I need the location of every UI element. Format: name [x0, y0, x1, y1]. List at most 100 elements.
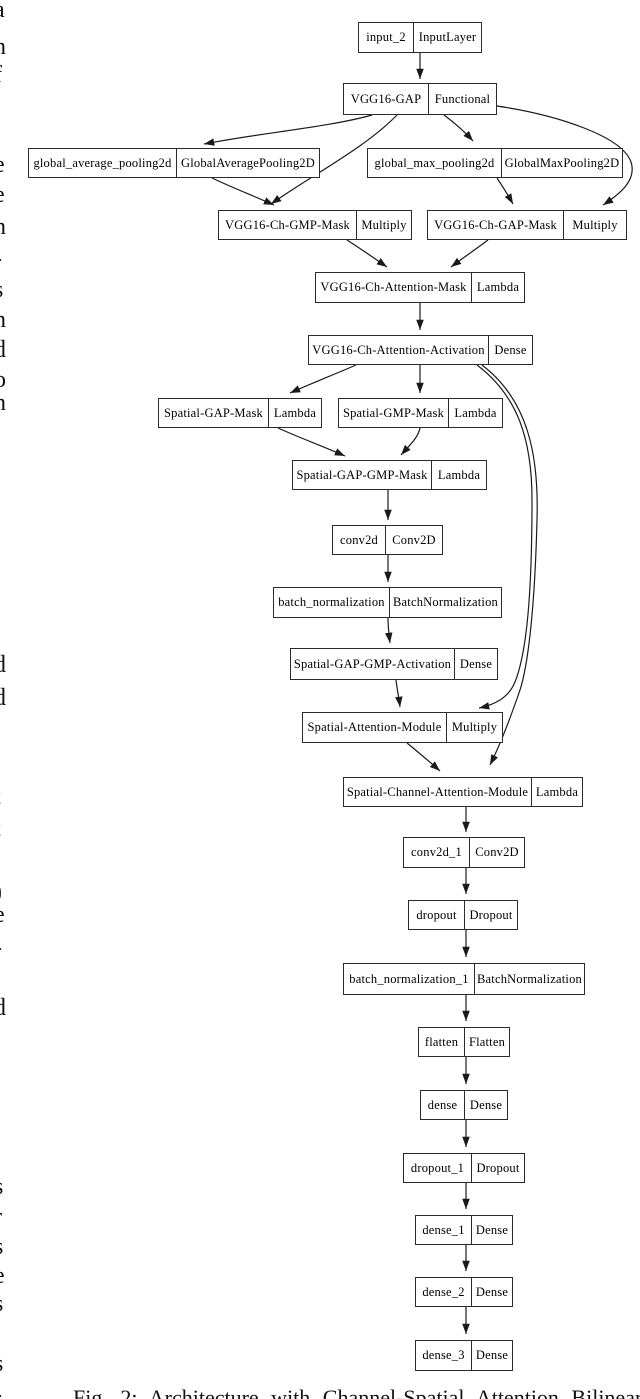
node-name-label: global_average_pooling2d [33, 155, 172, 170]
side-column-text-fragment: d [0, 337, 6, 363]
side-column-text-fragment: t [0, 785, 1, 809]
side-column-text-fragment: - [0, 1383, 2, 1399]
node-type-label: Multiply [356, 211, 411, 239]
edge-global_average_pooling2d-to-vgg16_ch_gmp_mask [211, 177, 275, 206]
node-name-label: VGG16-GAP [350, 91, 422, 106]
side-column-text-fragment: a [0, 0, 5, 22]
edge-vgg16_gap-to-global_max_pooling2d [443, 114, 474, 142]
side-column-text-fragment: e [0, 903, 5, 927]
node-type-label: Lambda [531, 778, 582, 806]
side-column-text-fragment: f [0, 63, 2, 87]
side-column-text-fragment: e [0, 183, 5, 207]
edge-vgg16_ch_gmp_mask-to-vgg16_ch_attention_mask [346, 239, 388, 268]
node-name-label: batch_normalization_1 [349, 971, 469, 986]
node-name-label: dense_3 [422, 1348, 465, 1362]
side-column-text-fragment: ) [0, 880, 2, 904]
node-name-label: global_max_pooling2d [374, 155, 495, 170]
diagram-node-global_max_pooling2d: global_max_pooling2d GlobalMaxPooling2D [367, 148, 623, 178]
node-type-label: Lambda [431, 461, 486, 489]
node-name-label: conv2d [340, 532, 378, 547]
node-type-label: BatchNormalization [389, 588, 501, 617]
node-name-label: Spatial-GAP-GMP-Activation [293, 656, 452, 671]
side-column-text-fragment: d [0, 685, 6, 711]
side-column-text-fragment: n [0, 307, 6, 333]
diagram-node-dense_1: dense_1 Dense [415, 1215, 513, 1245]
side-column-text-fragment: s [0, 1175, 3, 1199]
node-name-label: dense_1 [422, 1222, 465, 1237]
side-column-text-fragment: r [0, 1205, 2, 1229]
side-column-text-fragment: d [0, 995, 6, 1021]
figure-caption: Fig. 2: Architecture with Channel-Spatia… [73, 1385, 640, 1399]
edge-global_max_pooling2d-to-vgg16_ch_gap_mask [496, 177, 514, 205]
diagram-node-vgg16_ch_attention_mask: VGG16-Ch-Attention-Mask Lambda [315, 272, 525, 303]
node-name-label: batch_normalization [278, 595, 385, 609]
node-name-label: dense_2 [422, 1284, 465, 1299]
diagram-node-spatial_attention_module: Spatial-Attention-Module Multiply [302, 712, 503, 743]
side-column-text-fragment: n [0, 390, 6, 416]
node-type-label: Multiply [446, 713, 502, 742]
side-column-text-fragment: d [0, 652, 6, 678]
node-type-label: Lambda [448, 399, 502, 427]
node-name-label: flatten [424, 1034, 459, 1049]
side-column-text-fragment: t [0, 817, 1, 841]
node-type-label: Dropout [464, 901, 517, 929]
side-column-text-fragment: - [0, 936, 2, 960]
side-column-text-fragment: : [0, 620, 1, 644]
side-column-text-fragment: s [0, 278, 3, 302]
edge-vgg16_ch_attention_activation-to-spatial_channel_attention_module [481, 364, 538, 766]
diagram-node-spatial_gap_mask: Spatial-GAP-Mask Lambda [158, 398, 322, 428]
side-column-text-fragment: n [0, 214, 6, 240]
node-type-label: Dense [471, 1216, 512, 1244]
diagram-node-batch_normalization_1: batch_normalization_1 BatchNormalization [343, 963, 585, 995]
edge-vgg16_ch_attention_activation-to-spatial_attention_module [476, 364, 533, 710]
edge-spatial_gap_gmp_activation-to-spatial_attention_module [395, 679, 403, 708]
side-column-text-fragment: s [0, 1235, 3, 1259]
edge-spatial_gap_mask-to-spatial_gap_gmp_mask [277, 427, 346, 457]
node-type-label: Dense [471, 1278, 512, 1306]
node-type-label: BatchNormalization [474, 964, 584, 994]
side-column-text-fragment: - [0, 247, 2, 271]
edge-vgg16_ch_gap_mask-to-vgg16_ch_attention_mask [450, 239, 489, 268]
edge-vgg16_gap-to-vgg16_ch_gmp_mask [270, 114, 398, 205]
node-type-label: Dense [488, 336, 532, 364]
node-type-label: InputLayer [413, 23, 481, 52]
diagram-node-dense_2: dense_2 Dense [415, 1277, 513, 1307]
node-type-label: GlobalMaxPooling2D [501, 149, 622, 177]
node-name-label: conv2d_1 [411, 845, 462, 859]
node-type-label: Dense [464, 1091, 507, 1119]
node-type-label: Lambda [268, 399, 321, 427]
edge-vgg16_ch_attention_activation-to-spatial_gap_mask [289, 364, 357, 394]
node-name-label: dropout_1 [410, 1160, 465, 1175]
diagram-node-dense_3: dense_3 Dense [415, 1340, 513, 1371]
node-type-label: Dense [471, 1341, 512, 1370]
diagram-node-vgg16_ch_gmp_mask: VGG16-Ch-GMP-Mask Multiply [218, 210, 412, 240]
node-name-label: Spatial-GAP-GMP-Mask [296, 467, 428, 482]
node-name-label: VGG16-Ch-Attention-Activation [312, 342, 485, 357]
node-name-label: Spatial-Attention-Module [307, 720, 442, 734]
edge-spatial_gmp_mask-to-spatial_gap_gmp_mask [400, 427, 421, 456]
side-column-text-fragment: s [0, 1352, 3, 1376]
node-type-label: Dense [454, 649, 497, 679]
node-name-label: VGG16-Ch-GMP-Mask [225, 217, 350, 232]
node-name-label: VGG16-Ch-GAP-Mask [434, 217, 557, 232]
node-name-label: Spatial-GAP-Mask [163, 405, 264, 420]
node-name-label: VGG16-Ch-Attention-Mask [320, 280, 467, 294]
side-column-text-fragment: o [0, 367, 6, 393]
node-type-label: Lambda [471, 273, 524, 302]
